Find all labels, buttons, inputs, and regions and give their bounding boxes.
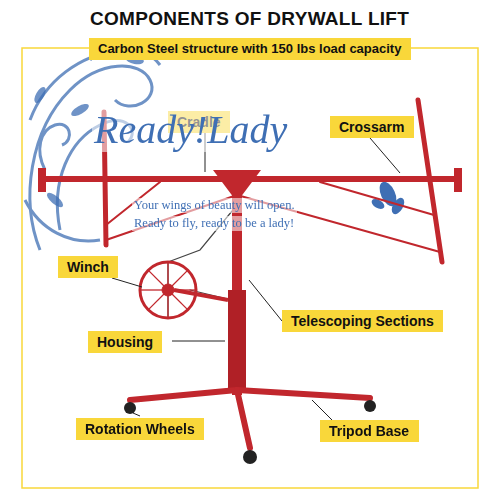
frame [22, 48, 478, 488]
label-text: Rotation Wheels [85, 420, 195, 438]
drywall-lift [38, 100, 462, 464]
label-text: Winch [67, 258, 109, 276]
callout-label: Tripod Base [320, 420, 419, 442]
leader-lines [112, 133, 400, 420]
callout-label: Housing [88, 331, 162, 353]
watermark-tagline: Your wings of beauty will open. [132, 198, 297, 213]
callout-label: Rotation Wheels [76, 418, 204, 440]
label-text: Housing [97, 333, 153, 351]
watermark-text: Ready!Lady [92, 108, 289, 152]
label-text: Telescoping Sections [291, 312, 434, 330]
callout-label: Winch [58, 256, 118, 278]
callout-label: Telescoping Sections [282, 310, 443, 332]
watermark-tagline: Ready to fly, ready to be a lady! [132, 216, 296, 231]
label-text: Tripod Base [329, 422, 410, 440]
label-text: Crossarm [339, 118, 405, 136]
label-text: Carbon Steel structure with 150 lbs load… [98, 40, 402, 58]
subtitle-band: Carbon Steel structure with 150 lbs load… [89, 38, 411, 60]
diagram-title: COMPONENTS OF DRYWALL LIFT [90, 8, 409, 30]
callout-label: Crossarm [330, 116, 414, 138]
